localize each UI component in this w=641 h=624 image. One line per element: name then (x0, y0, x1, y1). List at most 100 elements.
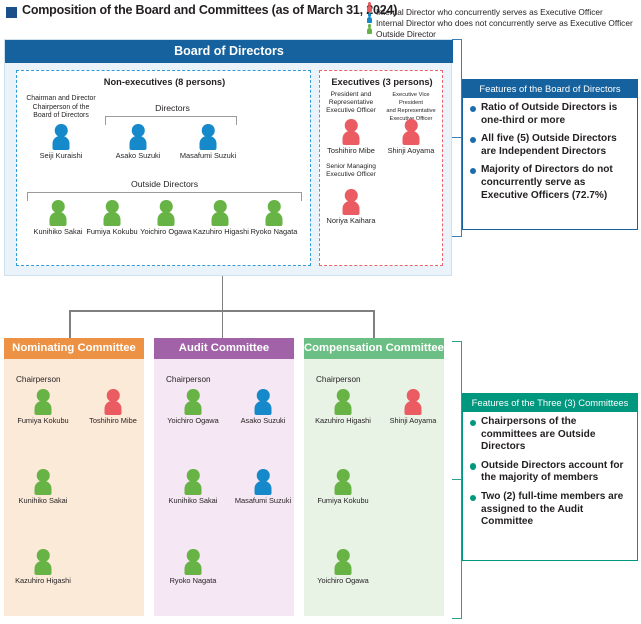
feature-item: Chairpersons of the committees are Outsi… (470, 416, 633, 454)
committee-audit: Audit Committee Chairperson Yoichiro Oga… (154, 338, 294, 616)
chairman-role-line1: Chairman and Director (26, 95, 96, 102)
person-name: Masafumi Suzuki (234, 496, 292, 505)
chairman-role-line2: Chairperson of the (32, 103, 90, 111)
person-entry: Toshihiro Mibe (322, 119, 380, 155)
person-icon-blue (252, 389, 274, 415)
person-icon-red (340, 119, 362, 145)
committee-compensation-body: Chairperson Kazuhiro Higashi Shinji Aoyam… (304, 359, 444, 616)
board-features-bracket-stub (452, 137, 463, 139)
person-entry: Masafumi Suzuki (172, 124, 244, 160)
person-name: Kunihiko Sakai (18, 496, 68, 505)
person-entry: Asako Suzuki (232, 389, 294, 425)
legend-item-label: Outside Director (376, 29, 436, 39)
committees-features-bracket-stub (452, 479, 463, 481)
features-of-board-list: Ratio of Outside Directors is one-third … (463, 102, 639, 208)
person-entry: Noriya Kaihara (322, 189, 380, 225)
person-icon-green (366, 24, 373, 34)
legend-item: Internal Director who does not concurren… (365, 13, 641, 28)
connector-horizontal (69, 310, 375, 312)
person-icon-green (332, 549, 354, 575)
person-entry: Shinji Aoyama (382, 389, 444, 425)
directors-group-label: Directors (155, 103, 190, 113)
legend-item: Internal Director who concurrently serve… (365, 2, 641, 17)
person-entry: Yoichiro Ogawa (139, 200, 193, 236)
person-entry: Kazuhiro Higashi (193, 200, 249, 236)
person-entry: Fumiya Kokubu (85, 200, 139, 236)
person-entry: Seiji Kuraishi (25, 124, 97, 160)
legend-item: Outside Director (365, 24, 641, 39)
feature-item: Majority of Directors do not concurrentl… (470, 164, 633, 202)
executive-role-line: Executive Officer (326, 171, 376, 179)
person-name: Toshihiro Mibe (327, 146, 375, 155)
person-icon-green (332, 389, 354, 415)
person-entry: Asako Suzuki (105, 124, 171, 160)
person-icon-green (182, 549, 204, 575)
person-name: Fumiya Kokubu (317, 496, 369, 505)
person-entry: Kazuhiro Higashi (312, 389, 374, 425)
person-name: Kunihiko Sakai (33, 227, 83, 236)
person-icon-blue (127, 124, 149, 150)
person-icon-blue (252, 469, 274, 495)
features-of-committees-list: Chairpersons of the committees are Outsi… (463, 416, 639, 535)
person-name: Kazuhiro Higashi (315, 416, 371, 425)
person-name: Shinji Aoyama (387, 146, 435, 155)
person-name: Asako Suzuki (240, 416, 286, 425)
person-name: Kazuhiro Higashi (15, 576, 71, 585)
features-of-committees-header: Features of the Three (3) Committees (463, 394, 637, 412)
title-marker-icon (6, 7, 17, 18)
executive-role-line: Executive Vice President (392, 92, 430, 107)
executive-role-line: Senior Managing (326, 163, 376, 170)
legend-item-label: Internal Director who concurrently serve… (376, 7, 603, 17)
person-entry: Yoichiro Ogawa (162, 389, 224, 425)
person-entry: Ryoko Nagata (247, 200, 301, 236)
person-name: Yoichiro Ogawa (167, 416, 219, 425)
person-entry: Shinji Aoyama (382, 119, 440, 155)
committee-compensation-chair-label: Chairperson (316, 375, 361, 384)
chairman-role-label: Chairman and Director Chairperson of the… (25, 95, 97, 121)
person-entry: Masafumi Suzuki (232, 469, 294, 505)
executives-title: Executives (3 persons) (331, 77, 433, 87)
committee-compensation: Compensation Committee Chairperson Kazuh… (304, 338, 444, 616)
feature-item: Outside Directors account for the majori… (470, 460, 633, 485)
chairman-role-line3: Board of Directors (33, 112, 89, 120)
person-name: Yoichiro Ogawa (317, 576, 369, 585)
committee-compensation-header: Compensation Committee (304, 338, 444, 359)
features-of-board-panel: Features of the Board of Directors Ratio… (462, 79, 638, 230)
person-icon-red (366, 2, 373, 12)
person-name: Kunihiko Sakai (168, 496, 218, 505)
committee-nominating: Nominating Committee Chairperson Fumiya … (4, 338, 144, 616)
person-icon-red (400, 119, 422, 145)
connector-vertical-main (221, 276, 224, 338)
connector-vertical-nominating (69, 310, 71, 338)
connector-vertical-compensation (373, 310, 375, 338)
person-icon-green (182, 469, 204, 495)
executive-role-line: Executive Officer (326, 107, 376, 115)
person-name: Shinji Aoyama (389, 416, 437, 425)
person-name: Noriya Kaihara (326, 216, 376, 225)
person-icon-blue (50, 124, 72, 150)
outside-directors-label: Outside Directors (130, 179, 199, 189)
page-title: Composition of the Board and Committees … (22, 3, 398, 17)
board-of-directors-box: Board of Directors Non-executives (8 per… (4, 39, 453, 276)
legend-item-label: Internal Director who does not concurren… (376, 18, 633, 28)
person-entry: Kunihiko Sakai (12, 469, 74, 505)
executive-role-line: Representative (328, 99, 374, 107)
person-name: Ryoko Nagata (250, 227, 298, 236)
legend: Internal Director who concurrently serve… (365, 2, 641, 39)
person-icon-red (402, 389, 424, 415)
person-name: Kazuhiro Higashi (193, 227, 249, 236)
features-of-board-header: Features of the Board of Directors (463, 80, 637, 98)
person-icon-green (155, 200, 177, 226)
person-icon-green (47, 200, 69, 226)
person-name: Ryoko Nagata (169, 576, 217, 585)
feature-item: All five (5) Outside Directors are Indep… (470, 133, 633, 158)
person-icon-green (332, 469, 354, 495)
directors-bracket (105, 116, 237, 125)
features-of-committees-panel: Features of the Three (3) Committees Cha… (462, 393, 638, 561)
non-executives-panel: Non-executives (8 persons) Chairman and … (16, 70, 311, 266)
person-name: Fumiya Kokubu (86, 227, 138, 236)
outside-directors-bracket (27, 192, 302, 201)
